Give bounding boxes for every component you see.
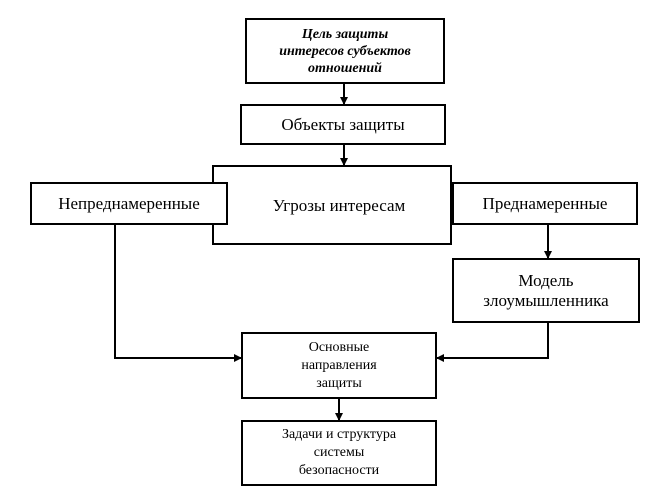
threats-frame [212, 165, 452, 245]
goal-line-2: интересов субъектов [279, 43, 411, 59]
arrow-model-to-directions [436, 322, 549, 362]
goal-line-1: Цель защиты [301, 26, 389, 42]
intruder-model-line-1: Модель [518, 270, 574, 290]
directions-box: Основные направления защиты [241, 332, 437, 399]
unintentional-label: Непреднамеренные [58, 193, 200, 213]
directions-line-3: защиты [316, 375, 362, 391]
directions-line-2: направления [301, 357, 377, 373]
directions-line-1: Основные [308, 339, 370, 355]
intentional-box: Преднамеренные [452, 182, 638, 225]
goal-line-3: отношений [308, 60, 382, 76]
tasks-line-2: системы [313, 445, 365, 460]
unintentional-box: Непреднамеренные [30, 182, 228, 225]
tasks-box: Задачи и структура системы безопасности [241, 420, 437, 486]
threats-label: Угрозы интересам [230, 186, 448, 226]
intentional-label: Преднамеренные [482, 193, 608, 213]
tasks-line-3: безопасности [298, 463, 380, 478]
arrow-unintentional-to-directions [114, 224, 242, 362]
objects-box: Объекты защиты [240, 104, 446, 145]
objects-label: Объекты защиты [281, 114, 405, 134]
threats-text: Угрозы интересам [272, 196, 406, 215]
intruder-model-box: Модель злоумышленника [452, 258, 640, 323]
intruder-model-line-2: злоумышленника [483, 290, 609, 310]
tasks-line-1: Задачи и структура [281, 427, 397, 442]
goal-box: Цель защиты интересов субъектов отношени… [245, 18, 445, 84]
